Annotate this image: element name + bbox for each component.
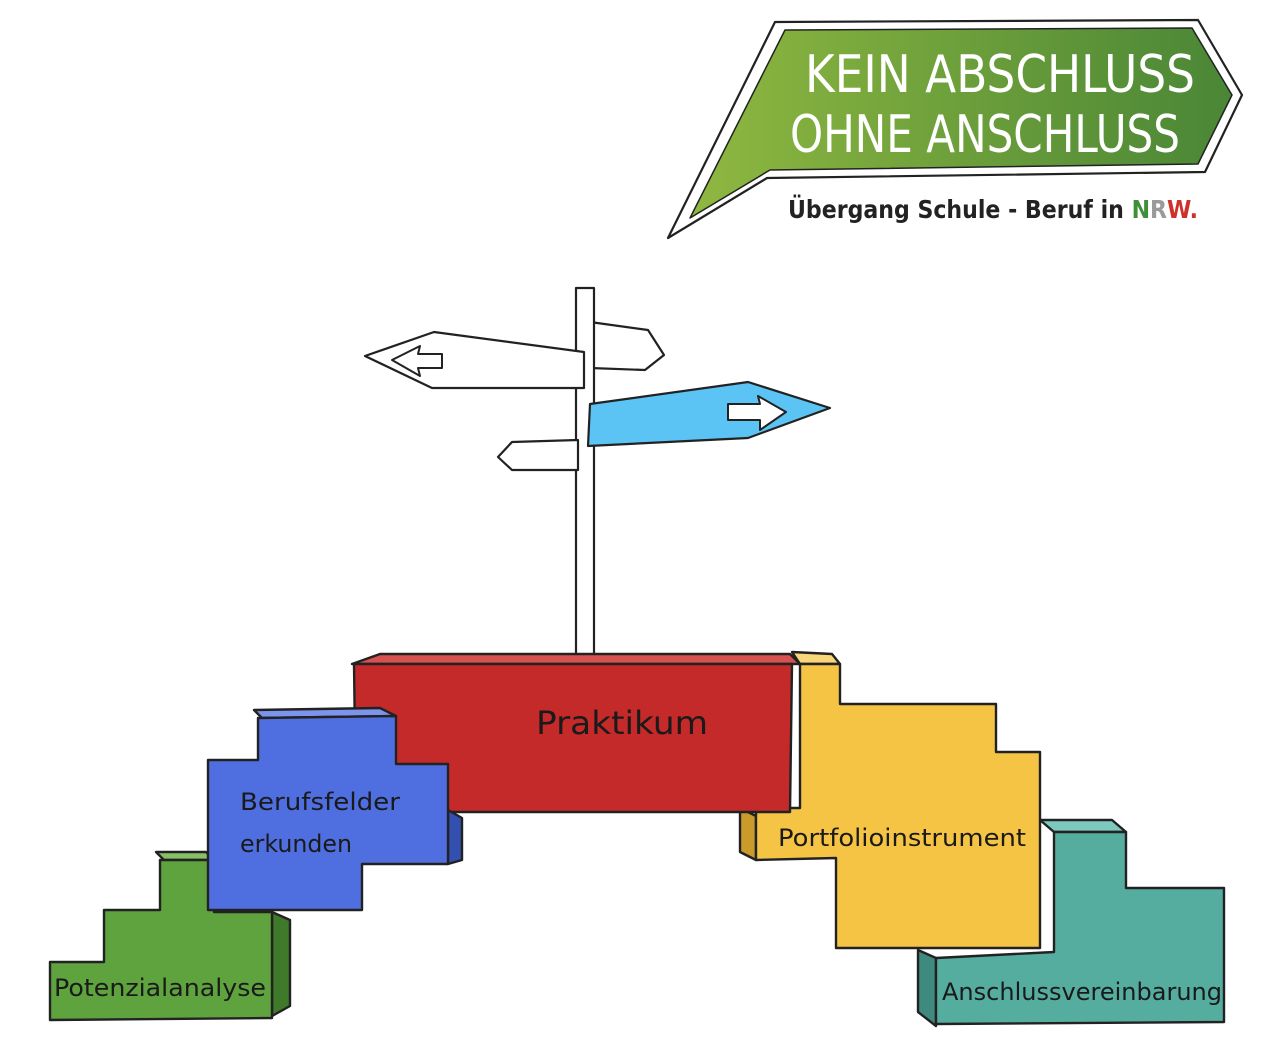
arrow-right-icon xyxy=(727,395,787,431)
blue-side xyxy=(446,808,464,866)
logo-line-1: KEIN ABSCHLUSS xyxy=(805,45,1195,105)
label-potenzialanalyse: Potenzialanalyse xyxy=(54,974,266,1002)
label-portfolioinstrument: Portfolioinstrument xyxy=(778,824,1026,852)
yellow-side xyxy=(738,806,758,862)
blue-face xyxy=(206,714,450,912)
yellow-face xyxy=(754,662,1042,950)
sign-back-right xyxy=(588,320,666,372)
logo: KEIN ABSCHLUSS OHNE ANSCHLUSS Übergang S… xyxy=(666,18,1244,240)
signpost-pole xyxy=(574,286,596,662)
logo-line-2: OHNE ANSCHLUSS xyxy=(790,105,1180,165)
red-top xyxy=(350,652,802,666)
tagline-r: R xyxy=(1150,195,1167,224)
label-anschlussvereinbarung: Anschlussvereinbarung xyxy=(942,978,1222,1006)
green-side xyxy=(270,910,292,1018)
teal-face xyxy=(934,830,1226,1026)
tagline-n: N xyxy=(1132,195,1150,224)
sign-small-left xyxy=(496,438,580,472)
teal-top xyxy=(1038,818,1128,834)
tagline-dot: . xyxy=(1190,195,1198,224)
teal-side xyxy=(916,948,938,1028)
label-praktikum: Praktikum xyxy=(536,704,708,742)
signpost xyxy=(363,286,832,662)
logo-banner xyxy=(689,27,1233,219)
tagline-main: Übergang Schule - Beruf in xyxy=(788,194,1132,224)
label-berufsfelder-line2: erkunden xyxy=(240,830,352,858)
label-berufsfelder-line1: Berufsfelder xyxy=(240,788,400,816)
sign-right-blue xyxy=(586,380,832,448)
block-berufsfelder xyxy=(206,706,464,912)
arrow-left-icon xyxy=(391,345,443,377)
logo-tagline: Übergang Schule - Beruf in NRW. xyxy=(788,194,1198,224)
block-anschlussvereinbarung xyxy=(916,818,1226,1028)
tagline-w: W xyxy=(1167,195,1191,224)
block-labels: Potenzialanalyse Berufsfelder erkunden P… xyxy=(54,704,1222,1006)
